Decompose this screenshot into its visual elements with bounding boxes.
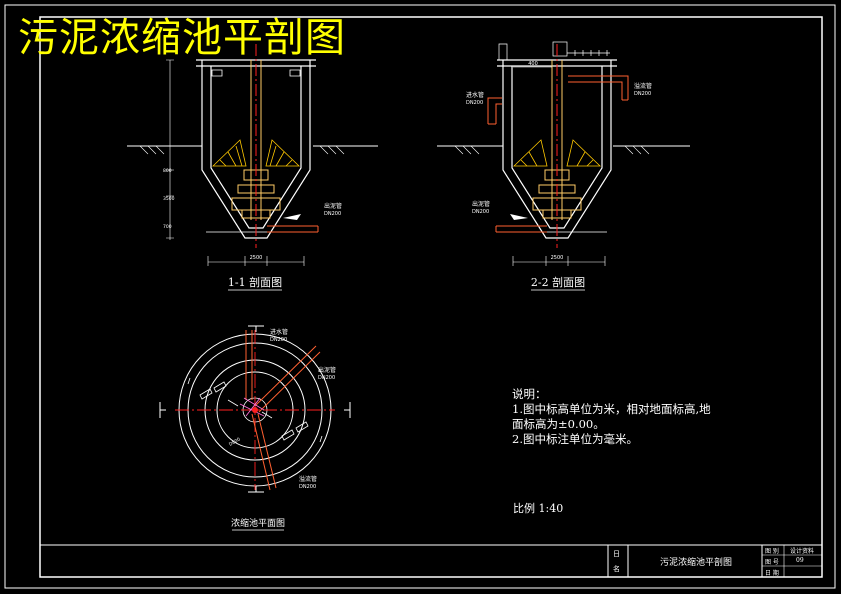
title-block-cell-4: 09: [796, 557, 804, 564]
notes-line-1: 1.图中标高单位为米，相对地面标高,地: [512, 402, 711, 416]
title-block-cell-1: 图 别: [765, 548, 779, 555]
plan-view: D800 进水管 DN200 出泥管 DN200 溢流管 DN200 浓缩池平面…: [159, 325, 351, 531]
title-block-cell-2: 设计资料: [790, 548, 815, 555]
notes-block: 说明： 1.图中标高单位为米，相对地面标高,地 面标高为±0.00。 2.图中标…: [512, 387, 711, 447]
section-2-outlet-label: 出泥管: [472, 200, 490, 208]
plan-inlet-label: 进水管: [270, 328, 288, 336]
title-block: [40, 544, 822, 577]
section-2-overflow-label: 溢流管: [634, 82, 652, 90]
title-block-cell-3: 图 号: [765, 559, 779, 566]
plan-overflow-label: 溢流管: [299, 475, 317, 483]
section-1-outlet-dn: DN200: [324, 211, 341, 217]
section-1-1: 2500 800 3500 700 出泥管 DN200 1-1 剖面图: [127, 44, 378, 291]
plan-inlet-dn: DN200: [270, 337, 287, 343]
drawing-frame: [4, 4, 836, 589]
drawing-title: 污泥浓缩池平剖图: [18, 15, 346, 61]
plan-dia-label: D800: [228, 436, 242, 447]
section-2-outlet-dn: DN200: [472, 209, 489, 215]
title-block-drawing-name: 污泥浓缩池平剖图: [660, 558, 733, 568]
scale-label: 比例 1:40: [513, 502, 564, 515]
section-1-dim-d2: 3500: [163, 196, 175, 202]
section-2-caption: 2-2 剖面图: [531, 275, 585, 289]
section-2-inlet-label: 进水管: [466, 91, 484, 99]
title-block-left-b: 名: [613, 565, 620, 573]
section-2-dim-bottom: 2500: [551, 255, 564, 261]
section-1-dim-bottom: 2500: [250, 255, 263, 261]
section-1-outlet-label: 出泥管: [324, 202, 342, 210]
section-1-dim-d1: 800: [163, 168, 172, 174]
section-2-top-dim: 400: [528, 61, 538, 67]
title-block-cell-5: 日 期: [765, 570, 779, 577]
section-1-dim-d3: 700: [163, 224, 172, 230]
section-1-caption: 1-1 剖面图: [228, 275, 282, 289]
notes-line-3: 2.图中标注单位为毫米。: [512, 432, 638, 446]
section-2-inlet-dn: DN200: [466, 100, 483, 106]
plan-sludge-label: 出泥管: [318, 366, 336, 374]
plan-overflow-dn: DN200: [299, 484, 316, 490]
section-2-overflow-dn: DN200: [634, 91, 651, 97]
title-block-left-a: 日: [613, 550, 620, 558]
section-2-2: 400 2500 进水管 DN200 溢流管 DN200 出泥管 DN200 2…: [437, 41, 690, 291]
notes-heading: 说明：: [512, 387, 547, 401]
plan-sludge-dn: DN200: [318, 375, 335, 381]
notes-line-2: 面标高为±0.00。: [512, 417, 605, 431]
plan-caption: 浓缩池平面图: [231, 517, 285, 529]
